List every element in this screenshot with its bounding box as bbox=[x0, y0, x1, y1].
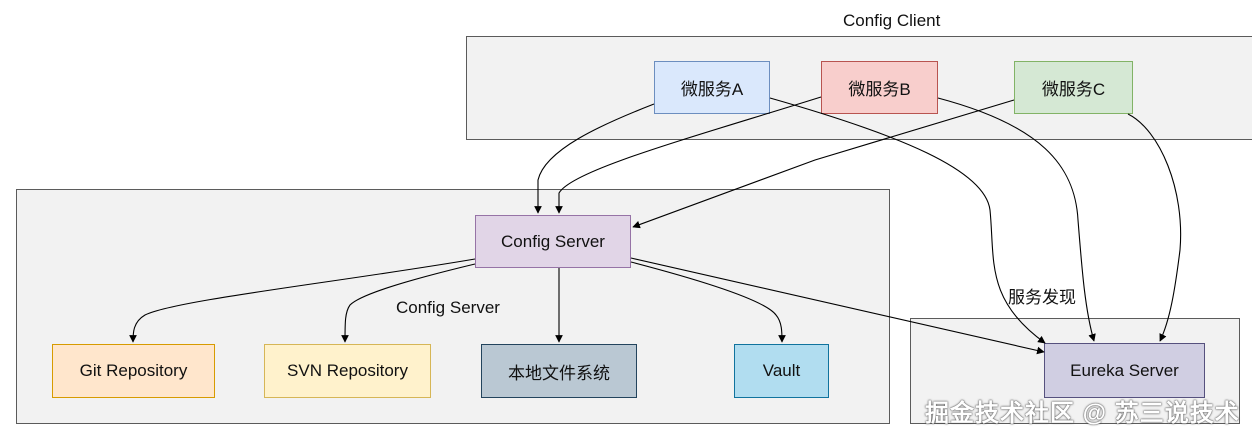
edge-ms-c-to-eureka bbox=[1127, 113, 1182, 342]
edge-ms-c-to-config bbox=[632, 99, 1015, 229]
git-repository-node[interactable]: Git Repository bbox=[52, 344, 215, 398]
edge-ms-a-to-eureka bbox=[769, 97, 1046, 344]
watermark-text: 掘金技术社区 @ 苏三说技术 bbox=[925, 400, 1240, 427]
edge-config-to-svn bbox=[341, 263, 476, 343]
edge-config-to-git bbox=[129, 258, 476, 343]
microservice-a-node[interactable]: 微服务A bbox=[654, 61, 770, 114]
vault-node[interactable]: Vault bbox=[734, 344, 829, 398]
microservice-b-node[interactable]: 微服务B bbox=[821, 61, 938, 114]
edge-ms-a-to-config bbox=[534, 103, 655, 214]
edge-config-to-vault bbox=[630, 261, 786, 343]
edge-ms-b-to-config bbox=[555, 96, 822, 214]
config-server-region-title: Config Server bbox=[396, 298, 500, 317]
edge-config-to-eureka bbox=[630, 257, 1045, 355]
config-client-title: Config Client bbox=[843, 11, 941, 30]
svn-repository-node[interactable]: SVN Repository bbox=[264, 344, 431, 398]
service-discovery-title: 服务发现 bbox=[1008, 288, 1076, 307]
config-server-node[interactable]: Config Server bbox=[475, 215, 631, 268]
edge-ms-b-to-eureka bbox=[937, 97, 1096, 342]
local-filesystem-node[interactable]: 本地文件系统 bbox=[481, 344, 637, 398]
microservice-c-node[interactable]: 微服务C bbox=[1014, 61, 1133, 114]
eureka-server-node[interactable]: Eureka Server bbox=[1044, 343, 1205, 398]
